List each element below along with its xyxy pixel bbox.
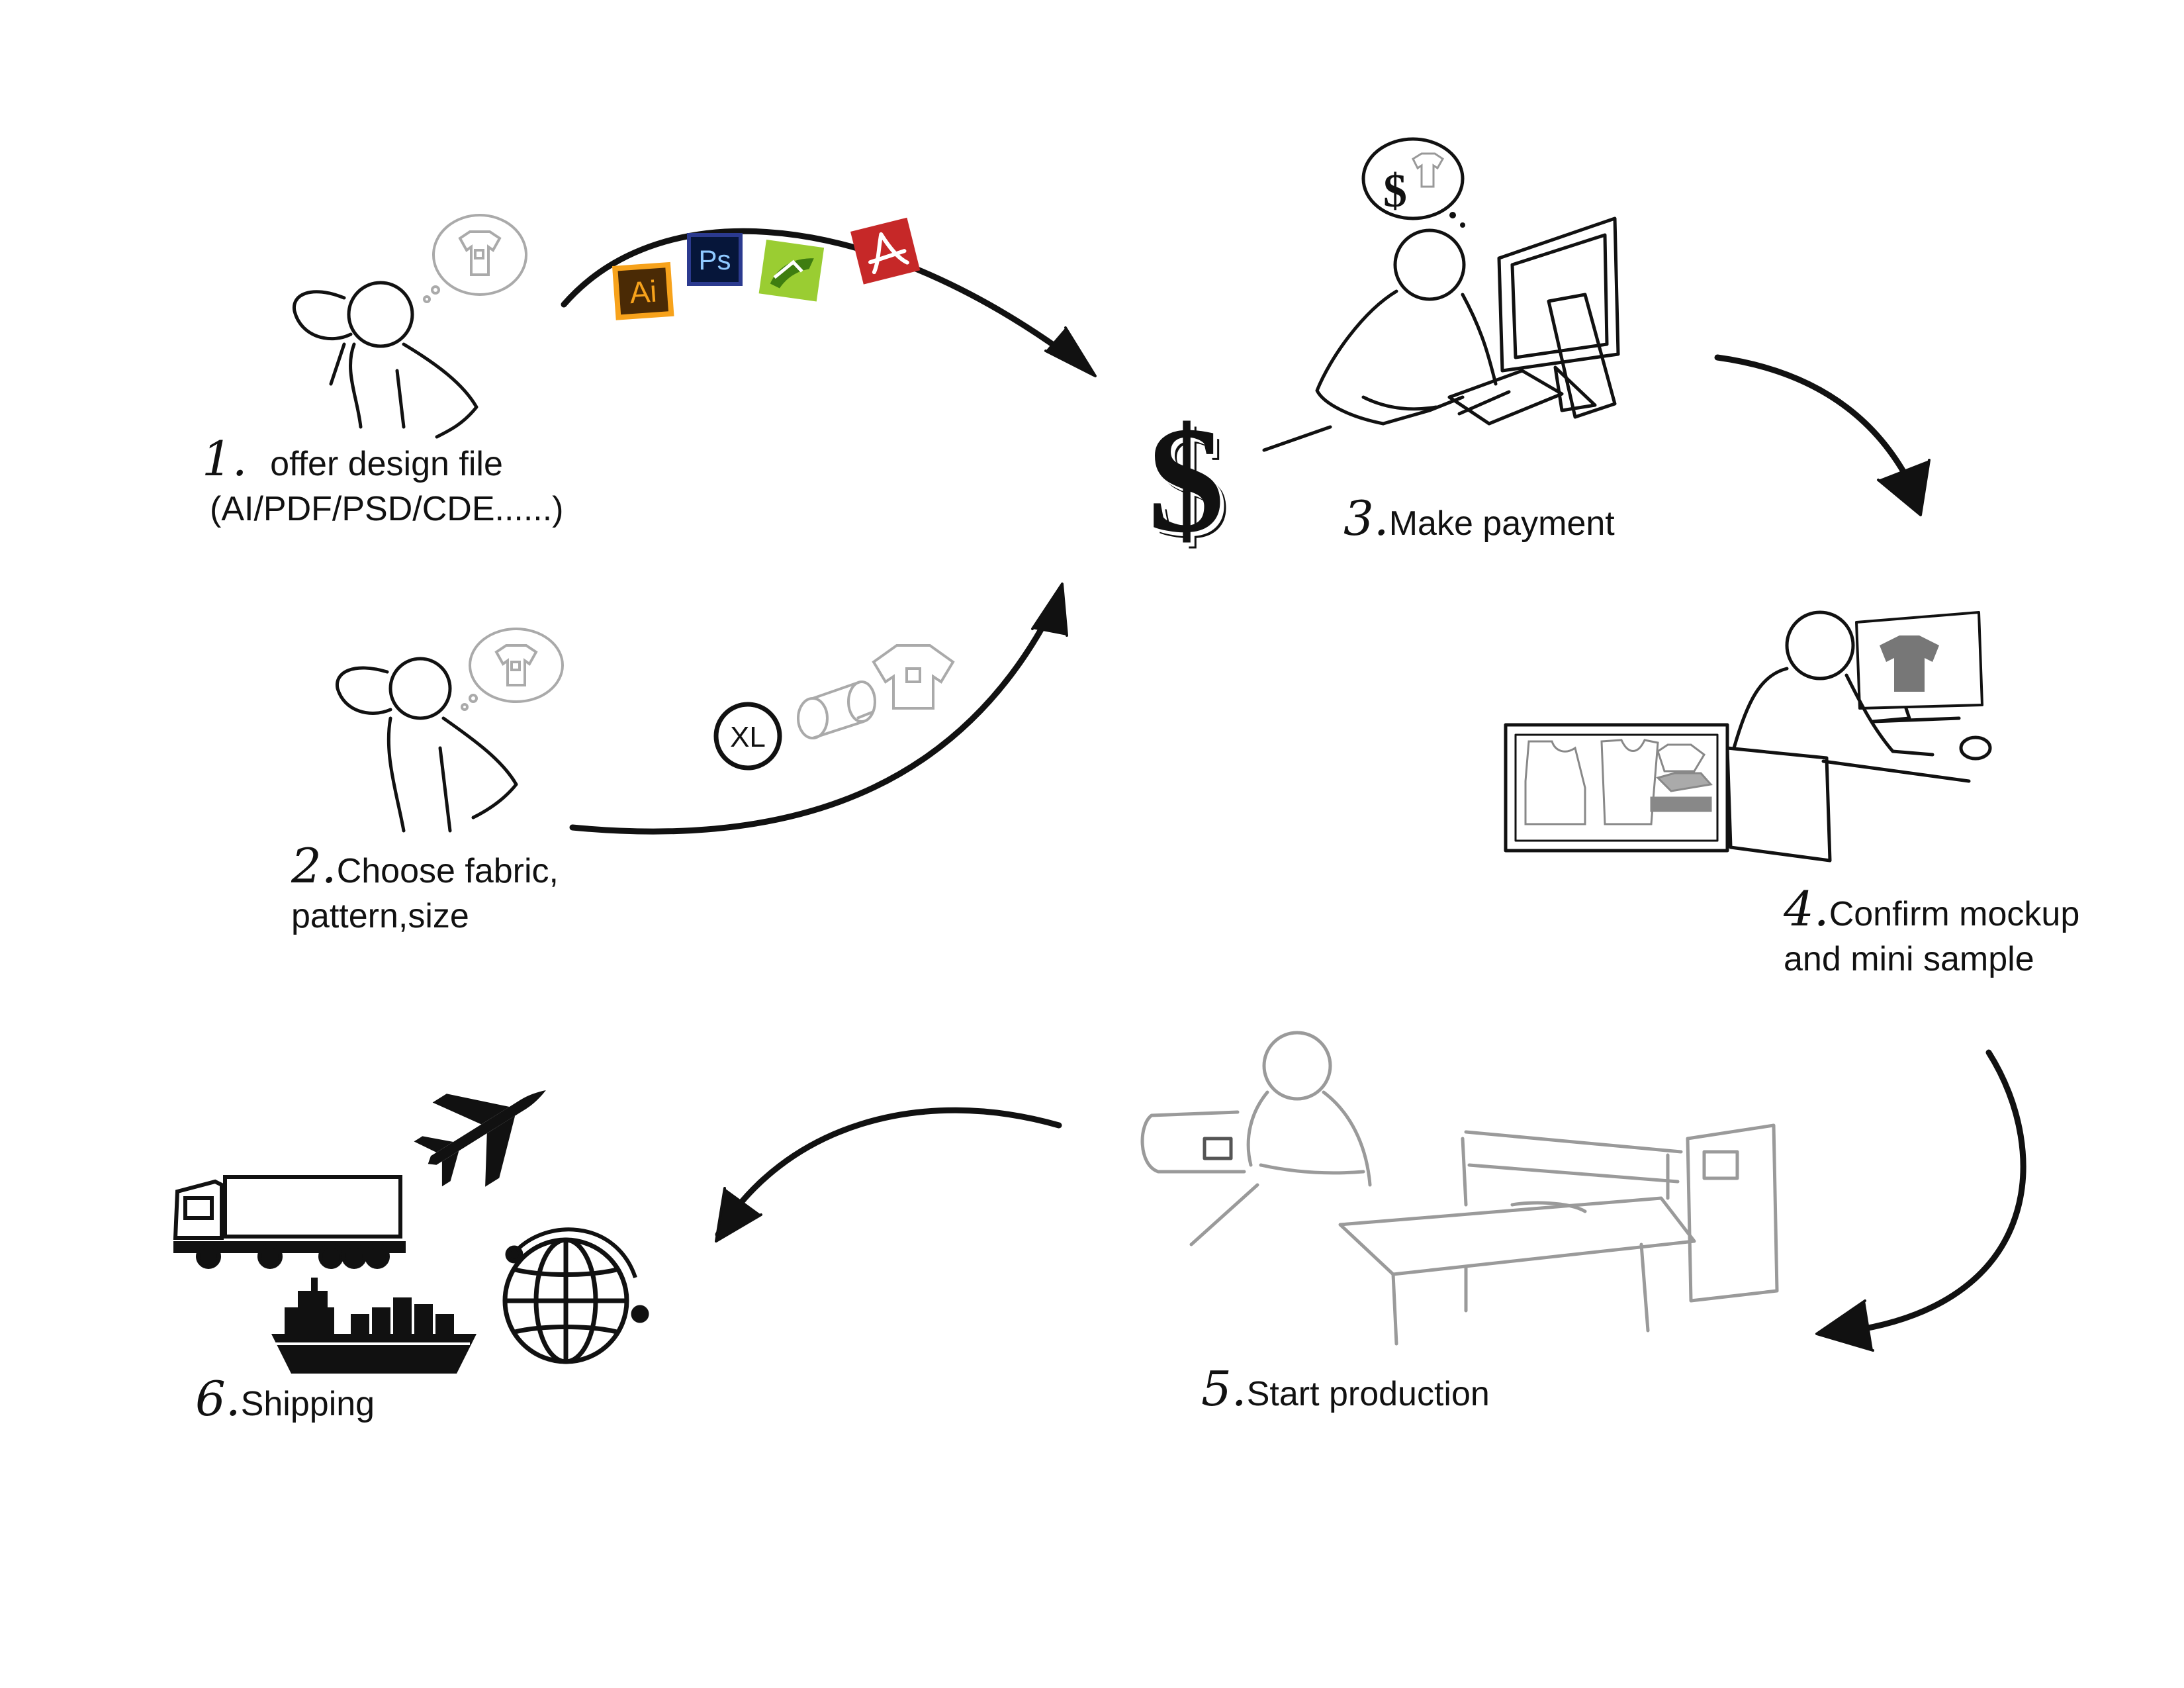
payment-dollar-sign: $ [1148,395,1224,564]
tshirt-thought-bubble-1 [423,214,527,303]
illustrator-icon-text: Ai [629,273,658,310]
truck-icon [173,1175,406,1269]
step-2-label: 2.Choose fabric, pattern,size [291,837,559,937]
payment-thought-bubble: $ [1361,137,1465,228]
globe-icon [502,1227,649,1364]
fabric-roll-icon [797,680,876,739]
step-5-label: 5.Start production [1201,1360,1490,1419]
step-5-number: 5. [1201,1361,1247,1417]
size-badge-text: XL [730,721,766,753]
mockup-tshirt-patterns [1524,739,1713,825]
arrow-2-to-3 [569,592,1062,835]
step-6-number: 6. [195,1371,241,1427]
step-1-formats: (AI/PDF/PSD/CDE......) [210,489,564,528]
step-3-number: 3. [1343,491,1389,546]
file-format-icons: Ai Ps [612,217,921,320]
photoshop-icon: Ps [687,233,743,286]
arrow-4-to-5 [1823,1049,2026,1337]
step-2-title: Choose fabric, [336,852,559,890]
step-1-number: 1. [202,431,248,487]
step-6-label: 6.Shipping [195,1370,375,1429]
cargo-ship-icon [271,1278,477,1374]
step-1-title: offer design file [270,445,503,483]
step-1-label: 1. offer design file (AI/PDF/PSD/CDE....… [202,430,564,530]
tshirt-icon [872,644,955,710]
arrow-5-to-6 [715,1107,1062,1238]
step-3-label: 3.Make payment [1343,490,1615,548]
step-4-label: 4.Confirm mockup and mini sample [1784,880,2079,980]
coreldraw-icon [758,240,825,302]
illustrator-icon: Ai [612,261,674,320]
screen-tshirt-icon [1880,635,1939,692]
step-3-title: Make payment [1388,504,1615,543]
photoshop-icon-text: Ps [698,244,731,275]
thought-dollar-sign: $ [1383,164,1407,217]
step-6-title: Shipping [240,1385,375,1423]
size-badge: XL [713,702,782,771]
tshirt-thought-bubble-2 [461,628,564,711]
mockup-confirm-scene [1504,610,1992,863]
step-2-subtitle: pattern,size [291,896,469,935]
production-scene [1140,1031,1779,1346]
flow-arrows [561,228,2026,1352]
step-4-number: 4. [1784,881,1829,937]
designer-figure-1 [293,281,478,439]
designer-figure-2 [336,657,518,833]
airplane-icon [414,1090,546,1187]
arrow-1-to-3 [561,228,1092,374]
pdf-icon [850,217,921,285]
step-5-title: Start production [1246,1375,1490,1413]
payment-desk-scene [1262,216,1620,452]
step-2-number: 2. [291,838,337,894]
step-4-subtitle: and mini sample [1784,939,2034,978]
step-4-title: Confirm mockup [1829,895,2080,933]
